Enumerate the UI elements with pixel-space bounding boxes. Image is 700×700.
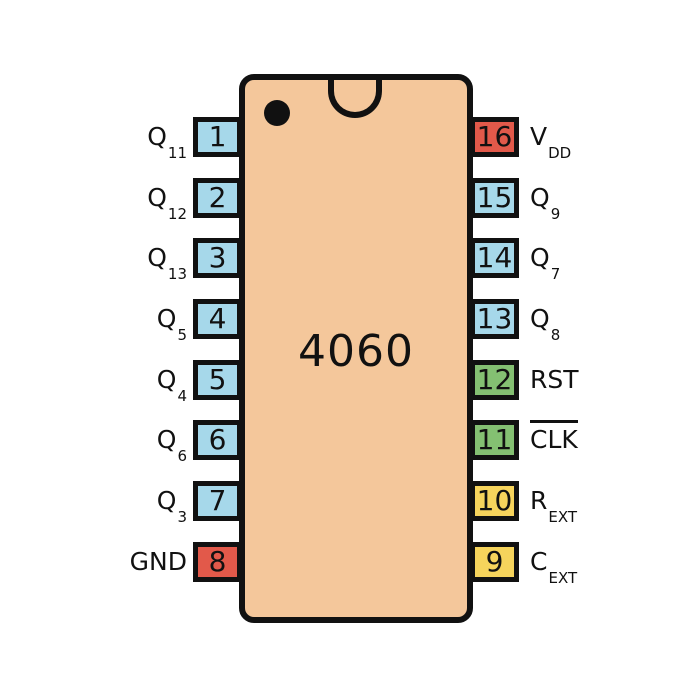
pin-15-number: 15 (476, 181, 513, 214)
pin-3-signal-label: Q13 (40, 238, 187, 282)
pin-5-box: 5 (193, 360, 242, 400)
pin-14-signal-label: Q7 (530, 238, 560, 282)
signal-text: V (530, 122, 548, 151)
signal-text: Q (156, 304, 177, 333)
signal-subscript: 11 (167, 144, 187, 162)
chip-body (239, 74, 473, 623)
pin-11-signal-label: CLK (530, 420, 578, 460)
pin-9-signal-label: CEXT (530, 542, 577, 586)
signal-text: Q (147, 243, 167, 272)
pin-15-signal-label: Q9 (530, 178, 560, 222)
pin-1-number: 1 (208, 120, 227, 153)
signal-text: GND (129, 547, 187, 576)
pin-7-number: 7 (208, 484, 227, 517)
pin-4-number: 4 (208, 302, 227, 335)
pin-2-number: 2 (208, 181, 227, 214)
pin-9-box: 9 (470, 542, 519, 582)
signal-subscript: 12 (167, 205, 187, 223)
pin-8-number: 8 (208, 545, 227, 578)
signal-subscript: 5 (177, 326, 187, 344)
pin-10-signal-label: REXT (530, 481, 577, 525)
signal-subscript: 3 (177, 508, 187, 526)
signal-text: Q (530, 304, 550, 333)
signal-subscript: EXT (548, 569, 578, 587)
signal-text: Q (156, 486, 177, 515)
signal-subscript: 13 (167, 265, 187, 283)
signal-subscript: 8 (550, 326, 561, 344)
pin-12-box: 12 (470, 360, 519, 400)
pin-2-signal-label: Q12 (40, 178, 187, 222)
pin-4-box: 4 (193, 299, 242, 339)
pin-1-signal-label: Q11 (40, 117, 187, 161)
signal-subscript: EXT (548, 508, 578, 526)
pin-8-box: 8 (193, 542, 242, 582)
pin-13-box: 13 (470, 299, 519, 339)
pin-16-signal-label: VDD (530, 117, 571, 161)
pin-16-box: 16 (470, 117, 519, 157)
signal-text: Q (530, 243, 550, 272)
pin-6-box: 6 (193, 420, 242, 460)
pin-2-box: 2 (193, 178, 242, 218)
signal-subscript: DD (548, 144, 572, 162)
pin-12-signal-label: RST (530, 360, 579, 400)
pin-10-box: 10 (470, 481, 519, 521)
pin-10-number: 10 (476, 484, 513, 517)
pin-15-box: 15 (470, 178, 519, 218)
signal-text: Q (156, 365, 177, 394)
pin-6-signal-label: Q6 (40, 420, 187, 464)
pin-7-box: 7 (193, 481, 242, 521)
pin-16-number: 16 (476, 120, 513, 153)
signal-subscript: 9 (550, 205, 561, 223)
signal-text: C (530, 547, 548, 576)
signal-subscript: 7 (550, 265, 561, 283)
pin-13-number: 13 (476, 302, 513, 335)
pin-11-box: 11 (470, 420, 519, 460)
signal-text-active-low: CLK (530, 420, 578, 454)
pin-5-signal-label: Q4 (40, 360, 187, 404)
signal-subscript: 6 (177, 447, 187, 465)
pin-3-number: 3 (208, 241, 227, 274)
chip-part-number: 4060 (298, 326, 414, 377)
pin-7-signal-label: Q3 (40, 481, 187, 525)
pin-12-number: 12 (476, 363, 513, 396)
pin-14-box: 14 (470, 238, 519, 278)
signal-subscript: 4 (177, 387, 187, 405)
pin-6-number: 6 (208, 423, 227, 456)
pin-8-signal-label: GND (40, 542, 187, 582)
signal-text: Q (530, 183, 550, 212)
pin-4-signal-label: Q5 (40, 299, 187, 343)
signal-text: Q (147, 183, 167, 212)
pin-14-number: 14 (476, 241, 513, 274)
signal-text: R (530, 486, 548, 515)
orientation-notch-icon (328, 78, 382, 118)
pin-5-number: 5 (208, 363, 227, 396)
signal-text: RST (530, 365, 579, 394)
pin-13-signal-label: Q8 (530, 299, 560, 343)
pin-3-box: 3 (193, 238, 242, 278)
pin-11-number: 11 (476, 423, 513, 456)
pin-9-number: 9 (485, 545, 504, 578)
pin-1-box: 1 (193, 117, 242, 157)
pin1-dot-icon (264, 100, 290, 126)
signal-text: Q (156, 425, 177, 454)
signal-text: Q (147, 122, 167, 151)
